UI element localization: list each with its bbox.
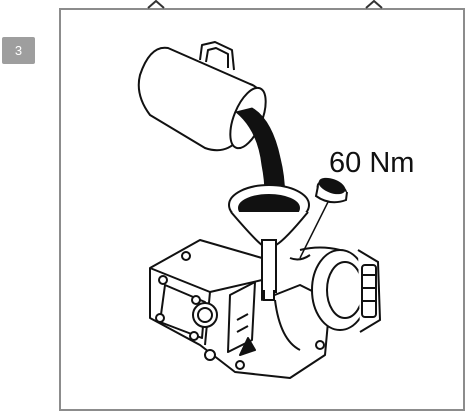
torque-label: 60 Nm: [329, 147, 415, 179]
filler-cap-icon: [299, 177, 348, 259]
step-number-badge: 3: [2, 37, 35, 64]
funnel: [228, 184, 310, 293]
funnel-spout: [263, 290, 275, 301]
side-flange: [289, 246, 382, 333]
frame-notch-left: [147, 0, 165, 9]
oil-jug: [137, 41, 267, 152]
frame-notch-right: [365, 0, 383, 9]
gearbox-housing: [149, 239, 331, 379]
